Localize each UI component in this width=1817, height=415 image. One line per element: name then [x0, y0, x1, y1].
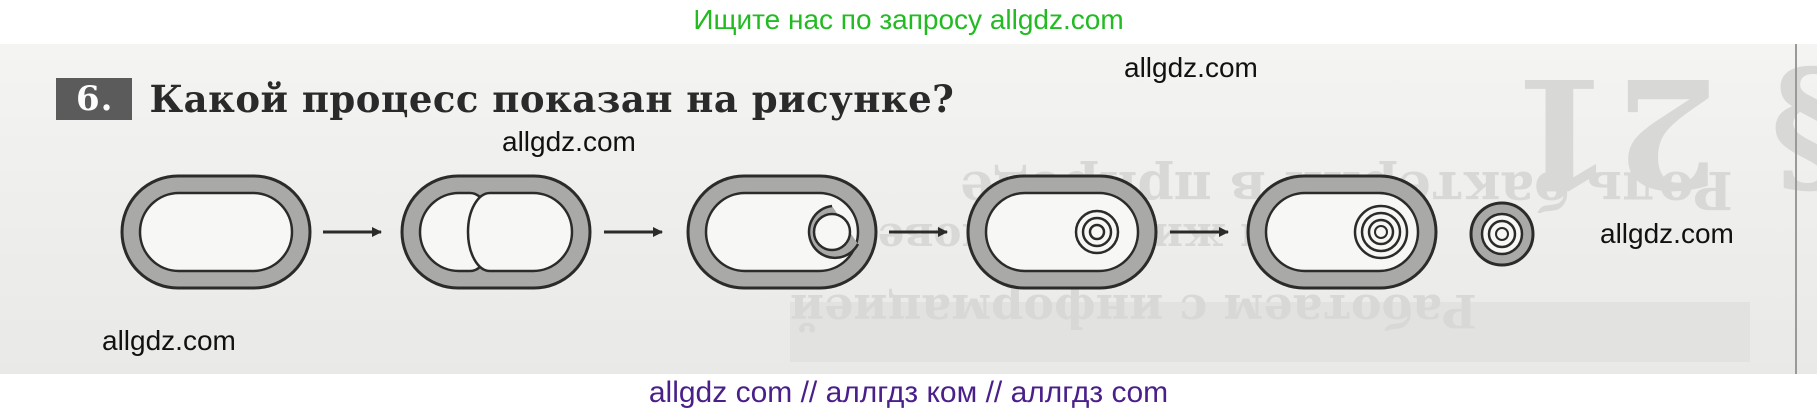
task-number: 6.	[56, 78, 132, 120]
cell-stage-5	[1246, 174, 1438, 290]
cell-stage-2	[400, 174, 592, 290]
watermark-top-right: allgdz.com	[1124, 52, 1258, 83]
cell-stage-4	[966, 174, 1158, 290]
watermark-bottom-left: allgdz.com	[102, 325, 236, 356]
ghost-strip	[790, 302, 1750, 362]
top-banner[interactable]: Ищите нас по запросу allgdz.com	[693, 4, 1124, 35]
spore-formation-figure	[120, 174, 1535, 290]
textbook-scan: § 21 Роль бактерий в природе и жизни чел…	[0, 44, 1817, 374]
free-spore	[1469, 201, 1535, 267]
bottom-banner[interactable]: allgdz com // аллгдз ком // аллгдз com	[648, 376, 1169, 409]
watermark-center: allgdz.com	[502, 126, 636, 157]
cell-stage-1	[120, 174, 312, 290]
task-question: Какой процесс показан на рисунке?	[149, 77, 955, 121]
cell-stage-3	[686, 174, 878, 290]
watermark-right: allgdz.com	[1600, 218, 1734, 249]
task-heading: 6. Какой процесс показан на рисунке?	[56, 76, 954, 122]
page-edge-rule	[1795, 44, 1797, 374]
